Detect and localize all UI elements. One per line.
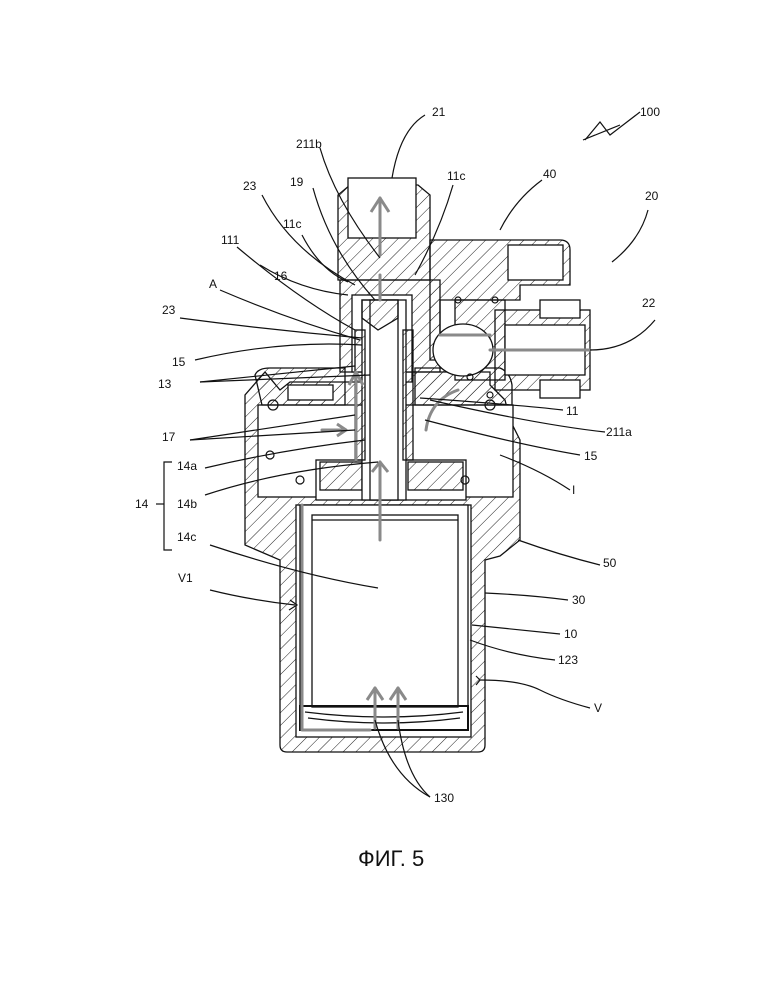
- label-19: 19: [290, 175, 304, 189]
- label-V: V: [594, 701, 602, 715]
- label-20: 20: [645, 189, 659, 203]
- label-130: 130: [434, 791, 454, 805]
- label-14c: 14c: [177, 530, 196, 544]
- label-A: A: [209, 277, 217, 291]
- label-23-mid: 23: [162, 303, 176, 317]
- label-V1: V1: [178, 571, 193, 585]
- label-100: 100: [640, 105, 660, 119]
- label-211a: 211a: [606, 425, 632, 439]
- side-valve-assembly: [430, 240, 590, 398]
- label-14a: 14a: [177, 459, 197, 473]
- label-111: 111: [221, 233, 240, 247]
- figure-caption: ФИГ. 5: [358, 846, 424, 871]
- label-14: 14: [135, 497, 149, 511]
- label-11c-top: 11c: [447, 169, 465, 183]
- label-15-right: 15: [584, 449, 598, 463]
- label-16: 16: [274, 269, 288, 283]
- label-23-top: 23: [243, 179, 257, 193]
- label-123: 123: [558, 653, 578, 667]
- label-21: 21: [432, 105, 446, 119]
- label-10: 10: [564, 627, 578, 641]
- label-40: 40: [543, 167, 557, 181]
- label-50: 50: [603, 556, 617, 570]
- label-14b: 14b: [177, 497, 197, 511]
- label-15-left: 15: [172, 355, 186, 369]
- label-11: 11: [566, 404, 579, 418]
- label-I: I: [572, 483, 575, 497]
- label-17: 17: [162, 430, 176, 444]
- label-13: 13: [158, 377, 172, 391]
- label-211b: 211b: [296, 137, 322, 151]
- filter-cartridge: [300, 505, 468, 730]
- label-30: 30: [572, 593, 586, 607]
- central-tube: [355, 300, 413, 500]
- label-11c-left: 11c: [283, 217, 301, 231]
- label-22: 22: [642, 296, 656, 310]
